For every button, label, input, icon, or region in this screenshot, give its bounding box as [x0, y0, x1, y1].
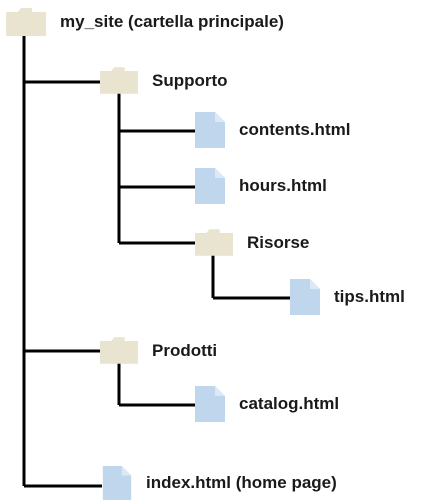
tree-node-root[interactable]: my_site (cartella principale) [6, 8, 284, 36]
file-icon [195, 386, 225, 422]
folder-icon [100, 337, 138, 364]
tree-node-catalog[interactable]: catalog.html [195, 386, 339, 422]
supporto-folder-label: Supporto [152, 70, 228, 90]
file-icon [102, 466, 132, 500]
file-icon [290, 279, 320, 315]
catalog-file-label: catalog.html [239, 394, 340, 413]
folder-icon [195, 229, 233, 256]
prodotti-folder-label: Prodotti [152, 340, 218, 360]
risorse-folder-label: Risorse [247, 232, 310, 252]
tips-file-label: tips.html [334, 287, 405, 306]
tree-node-index[interactable]: index.html (home page) [102, 466, 337, 500]
folder-icon [6, 8, 46, 36]
file-icon [195, 168, 225, 204]
tree-node-tips[interactable]: tips.html [290, 279, 405, 315]
tree-node-prodotti[interactable]: Prodotti [100, 337, 217, 364]
file-icon [195, 112, 225, 148]
contents-file-label: contents.html [239, 120, 351, 139]
folder-icon [100, 67, 138, 94]
tree-node-contents[interactable]: contents.html [195, 112, 350, 148]
tree-node-risorse[interactable]: Risorse [195, 229, 309, 256]
root-folder-label: my_site (cartella principale) [60, 12, 284, 31]
hours-file-label: hours.html [239, 176, 327, 195]
index-file-label: index.html (home page) [146, 473, 337, 492]
tree-node-supporto[interactable]: Supporto [100, 67, 228, 94]
tree-node-hours[interactable]: hours.html [195, 168, 327, 204]
